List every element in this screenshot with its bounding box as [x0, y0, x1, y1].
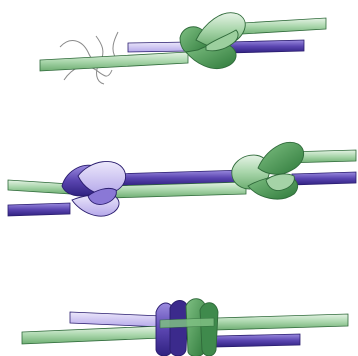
purple-rope-left-tail-3 [70, 312, 162, 327]
step-1 [40, 13, 326, 84]
knot-2-left [62, 161, 126, 216]
purple-rope-right [228, 40, 304, 53]
step-3 [22, 299, 348, 356]
knot-3 [156, 299, 218, 356]
green-rope-left-tail [8, 180, 70, 194]
purple-rope-right-tail-3 [216, 334, 300, 347]
purple-rope-right-tail [292, 172, 356, 185]
green-rope-right-tail-3 [216, 314, 348, 330]
step-2 [8, 142, 356, 216]
purple-rope-left-tail [8, 203, 70, 216]
knot-1 [180, 13, 245, 69]
green-rope-left-tail-3 [22, 326, 162, 344]
